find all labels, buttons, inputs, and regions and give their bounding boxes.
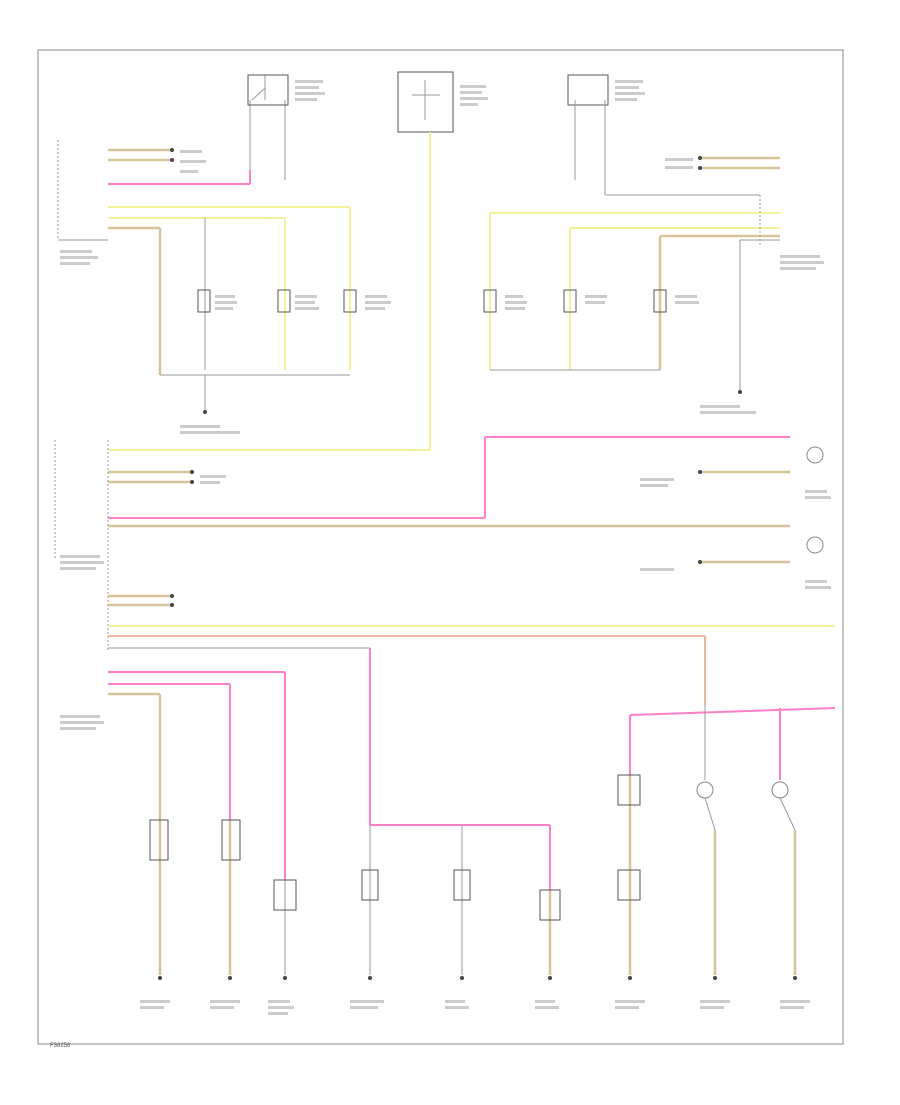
center-top-module <box>397 71 488 450</box>
figure-code: F36256 <box>50 1043 71 1049</box>
diagram-border <box>37 49 844 1045</box>
right-rear-door-section <box>483 74 824 414</box>
lower-harness-section <box>60 594 836 1015</box>
middle-harness-section <box>54 436 831 650</box>
left-rear-door-section <box>57 74 391 434</box>
